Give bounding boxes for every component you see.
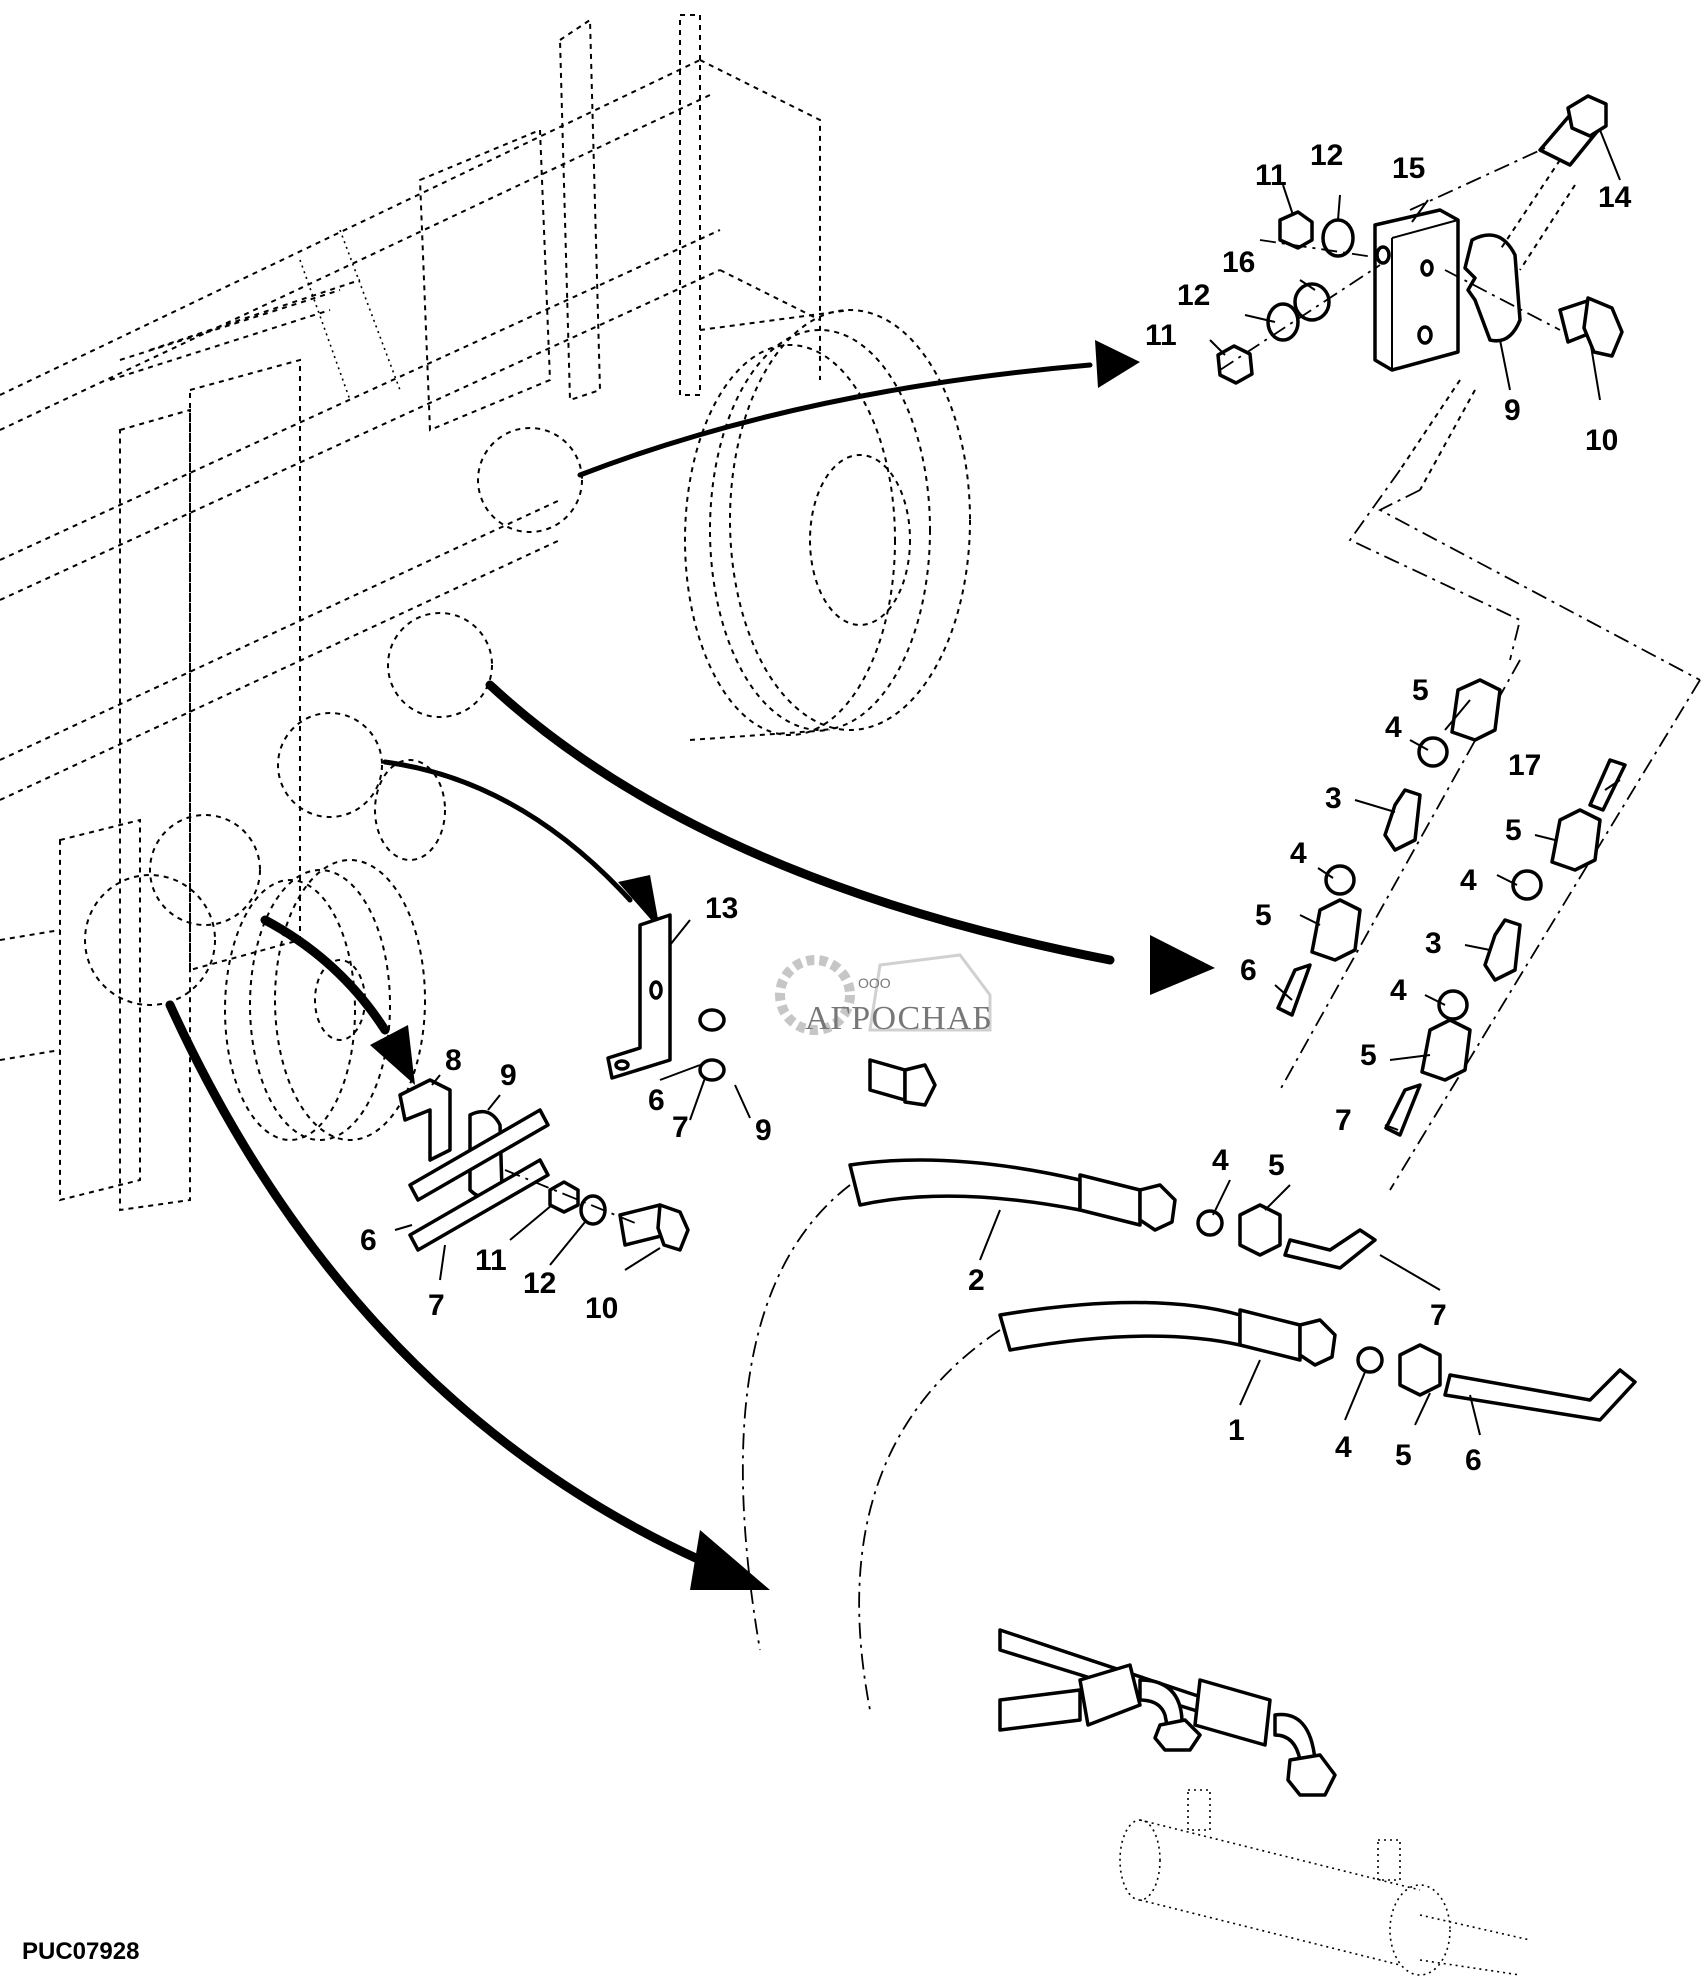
leader-lines <box>394 129 1621 1436</box>
arrow-head-hoses <box>690 1530 770 1590</box>
nut-11-bottom <box>1216 344 1254 385</box>
arrow-head-top <box>1095 340 1140 388</box>
callout-12: 12 <box>1310 139 1343 172</box>
bracket-13-assembly <box>606 913 937 1107</box>
callout-5: 5 <box>1360 1039 1377 1072</box>
callout-6: 6 <box>1240 954 1257 987</box>
callouts-hoses: 4 5 2 7 1 4 5 6 <box>968 1144 1482 1477</box>
arrow-head-fittings <box>1150 935 1215 995</box>
callout-5: 5 <box>1412 674 1429 707</box>
callout-12: 12 <box>1177 279 1210 312</box>
callout-10: 10 <box>585 1292 618 1325</box>
watermark-prefix: ООО <box>858 975 891 991</box>
clamp-assembly <box>398 1078 690 1252</box>
callout-5: 5 <box>1268 1149 1285 1182</box>
watermark-brand: АГРОСНАБ <box>805 1000 993 1037</box>
wheel-small-ghost <box>224 759 446 1141</box>
callout-7: 7 <box>672 1111 689 1144</box>
callout-10: 10 <box>1585 424 1618 457</box>
callout-7: 7 <box>1335 1104 1352 1137</box>
hose-assembly <box>742 1158 1637 1976</box>
fittings-right-column <box>1384 679 1701 1191</box>
bracket-assembly-top <box>1216 94 1701 681</box>
callout-6: 6 <box>648 1084 665 1117</box>
callouts-top-bracket: 11 12 15 14 16 12 11 9 10 <box>1145 139 1632 457</box>
callout-16: 16 <box>1222 246 1255 279</box>
callout-4: 4 <box>1385 711 1402 744</box>
fittings-left-column <box>1276 659 1521 1091</box>
callout-15: 15 <box>1392 152 1425 185</box>
callout-1: 1 <box>1228 1414 1245 1447</box>
callouts-middle-bracket: 13 6 7 9 <box>648 892 772 1147</box>
callout-14: 14 <box>1598 181 1632 214</box>
callout-4: 4 <box>1212 1144 1229 1177</box>
callout-5: 5 <box>1395 1439 1412 1472</box>
wheel-large-ghost <box>684 309 971 741</box>
callout-11: 11 <box>1145 319 1177 352</box>
callout-3: 3 <box>1325 782 1342 815</box>
callout-7: 7 <box>428 1289 445 1322</box>
arrow-head-bracket <box>618 875 660 930</box>
callout-4: 4 <box>1460 864 1477 897</box>
washer-12-bottom <box>1266 302 1300 342</box>
callout-12: 12 <box>523 1267 556 1300</box>
callout-11: 11 <box>1255 159 1287 192</box>
washer-16 <box>1293 282 1331 322</box>
figure-id: PUC07928 <box>22 1938 140 1965</box>
callout-9: 9 <box>1504 394 1521 427</box>
callout-8: 8 <box>445 1044 462 1077</box>
callouts-clamp: 8 9 6 7 11 12 10 <box>360 1044 618 1325</box>
callout-7: 7 <box>1430 1299 1447 1332</box>
callout-2: 2 <box>968 1264 985 1297</box>
callout-5: 5 <box>1255 899 1272 932</box>
callout-4: 4 <box>1335 1431 1352 1464</box>
callout-11: 11 <box>475 1244 507 1277</box>
callout-5: 5 <box>1505 814 1522 847</box>
callout-4: 4 <box>1290 837 1307 870</box>
callouts-fittings-right: 17 5 4 3 4 5 7 <box>1335 749 1541 1137</box>
callouts-fittings-left: 5 4 3 4 5 6 <box>1240 674 1429 987</box>
callout-9: 9 <box>500 1059 517 1092</box>
arrow-head-clamp <box>370 1025 415 1085</box>
callout-3: 3 <box>1425 927 1442 960</box>
callout-17: 17 <box>1508 749 1541 782</box>
callout-13: 13 <box>705 892 738 925</box>
machine-frame-ghost <box>0 14 821 1212</box>
callout-6: 6 <box>1465 1444 1482 1477</box>
nut-11-top <box>1278 210 1314 250</box>
callout-6: 6 <box>360 1224 377 1257</box>
callout-9: 9 <box>755 1114 772 1147</box>
callout-4: 4 <box>1390 974 1407 1007</box>
watermark-logo <box>775 953 992 1035</box>
detail-circles <box>84 427 583 1006</box>
callout-arrows <box>165 340 1215 1590</box>
